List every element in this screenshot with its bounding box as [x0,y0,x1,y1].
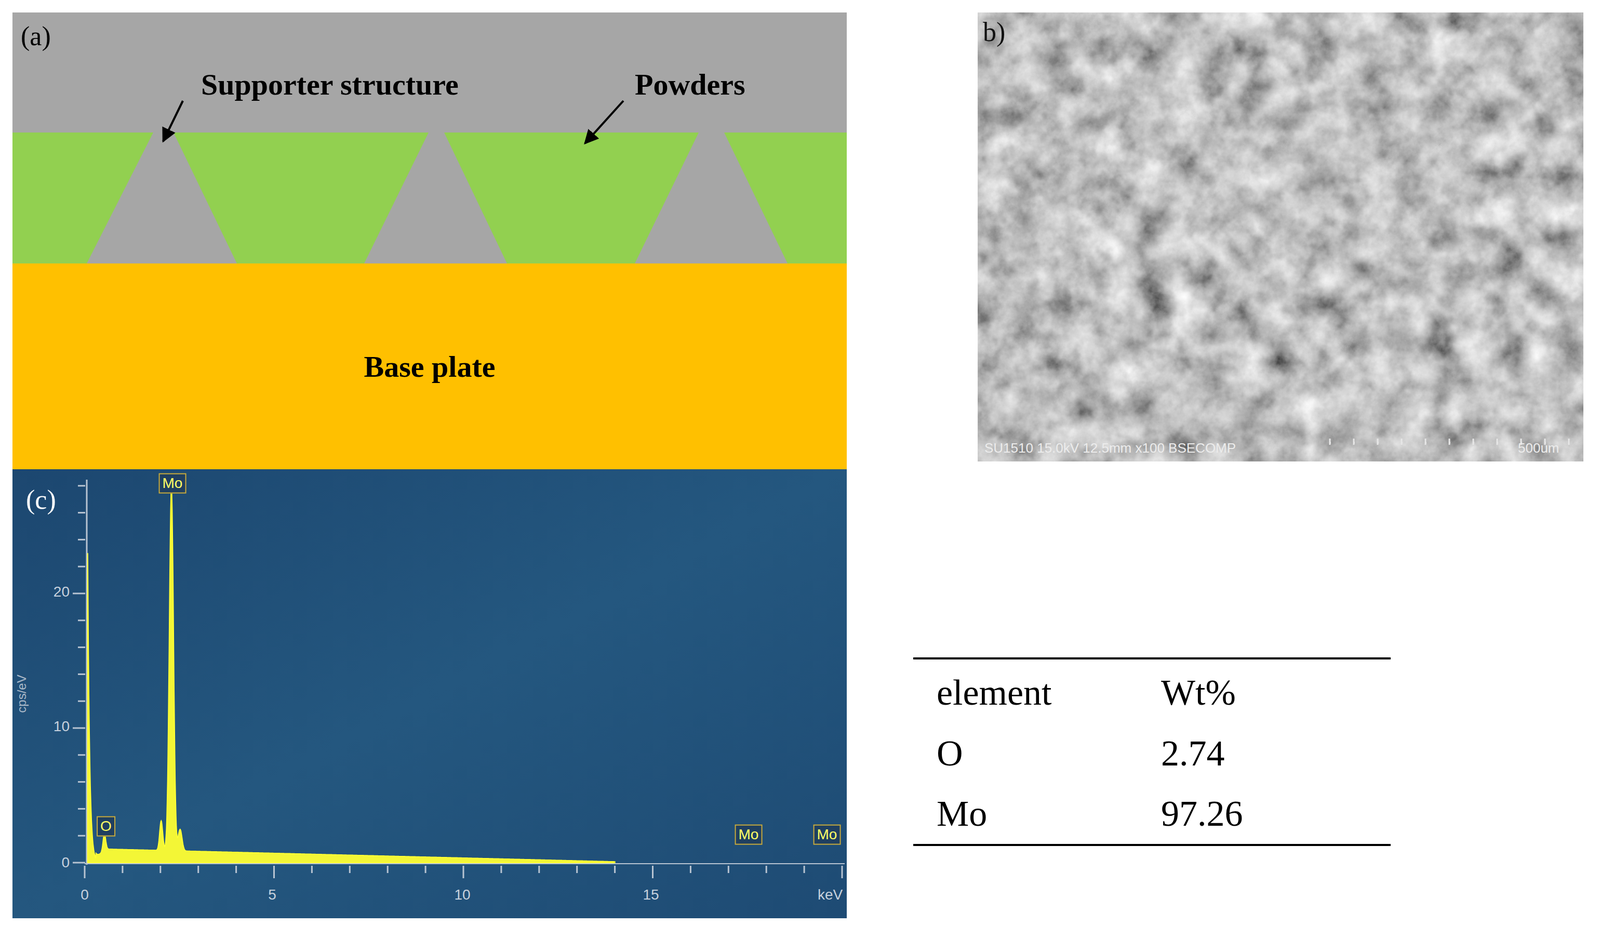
peak-label: Mo [158,473,187,494]
part-label: Powders [634,68,746,102]
y-tick [77,619,86,621]
x-tick [273,865,275,878]
scale-tick [1401,438,1403,445]
x-tick [84,865,86,878]
y-tick [77,753,86,756]
sem-texture [977,12,1584,462]
scale-tick [1424,438,1427,445]
tick-label: 0 [80,886,89,903]
x-tick [121,865,124,873]
table-cell: O [936,732,964,773]
y-tick [77,673,86,675]
x-tick [424,865,427,873]
sem-info: SU1510 15.0kV 12.5mm x100 BSECOMP [984,440,1236,456]
y-tick [72,727,86,729]
x-tick [197,865,199,873]
peak-label: Mo [735,824,763,845]
x-tick [765,865,768,873]
sem-image [977,12,1584,462]
panel-letter: b) [982,17,1006,47]
tick-label: 10 [53,718,70,735]
x-tick [462,865,465,878]
table-header: element [936,672,1052,713]
x-tick [349,865,351,873]
scale-tick [1353,438,1355,445]
part-label: Supporter structure [201,68,459,102]
y-tick [77,484,86,487]
table-cell: 2.74 [1161,732,1225,773]
y-tick [77,511,86,514]
tick-label: 20 [53,583,70,600]
gray-band [12,12,847,133]
tick-label: 5 [268,886,277,903]
support-structure [364,132,508,264]
x-tick [538,865,540,873]
peak-label: O [96,816,116,837]
support-structure [634,132,788,264]
axis-title: cps/eV [15,674,29,713]
scale-tick [1472,438,1475,445]
x-tick [651,865,654,878]
peak-label: Mo [813,824,842,845]
x-axis [84,862,845,864]
x-tick [841,865,844,878]
x-tick [727,865,730,873]
panel-letter: (a) [20,21,51,51]
powder-layer [12,132,847,264]
scale-tick [1377,438,1379,445]
y-tick [77,834,86,837]
scale-tick [1329,438,1331,445]
table-cell: Mo [936,793,988,834]
scale-label: 500um [1517,440,1560,456]
table-cell: 97.26 [1161,793,1244,834]
spectrum-axes [72,479,845,878]
y-tick [77,807,86,810]
band-label: Base plate [364,349,496,384]
x-tick [387,865,389,873]
x-tick [500,865,502,873]
support-structure [86,132,237,264]
leader-arrow [163,100,183,142]
y-tick [77,565,86,568]
tick-label: 0 [61,854,70,871]
x-tick [689,865,692,873]
eds-spectrum [87,490,616,863]
x-tick [803,865,806,873]
x-tick [614,865,616,873]
spectrum-panel [12,469,847,918]
y-tick [72,861,86,864]
scale-tick [1496,438,1499,445]
y-tick [77,538,86,541]
base-plate-band: Base plate [12,263,847,470]
scale-tick [1568,438,1570,445]
panel-letter: (c) [25,484,57,515]
table-header: Wt% [1161,672,1236,713]
x-tick [311,865,313,873]
leader-arrow [584,100,624,144]
table-rule [913,657,1391,660]
x-tick [576,865,578,873]
tick-label: 10 [454,886,471,903]
scale-tick [1448,438,1451,445]
y-tick [77,780,86,783]
y-tick [72,592,86,595]
x-tick [159,865,162,873]
axis-unit: keV [817,886,843,903]
y-tick [77,646,86,648]
tick-label: 15 [642,886,659,903]
x-tick [235,865,237,873]
y-tick [77,700,86,702]
table-rule [913,843,1391,846]
